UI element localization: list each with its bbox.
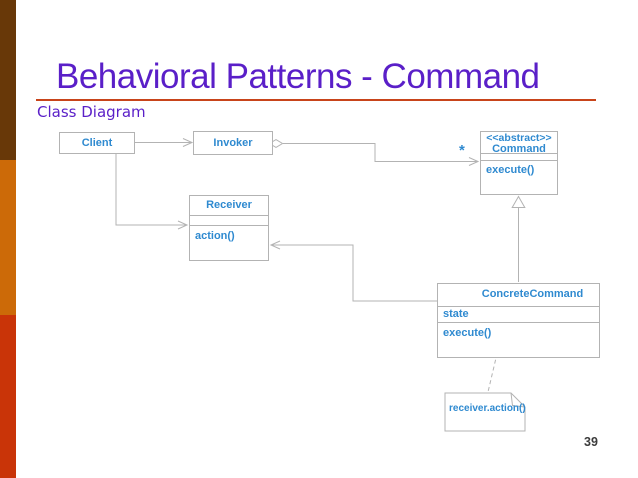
sidebar-stripe-bottom	[0, 315, 16, 478]
class-box-client[interactable]: Client	[59, 132, 135, 154]
open-arrowhead-icon	[269, 240, 281, 250]
sidebar-stripe-top	[0, 0, 16, 160]
class-box-receiver[interactable]: Receiver action()	[189, 195, 269, 261]
class-name: Receiver	[206, 199, 252, 211]
class-name: Client	[81, 137, 113, 149]
client-receiver-connector	[115, 154, 189, 230]
open-arrowhead-icon	[468, 157, 480, 166]
client-invoker-connector	[135, 138, 194, 147]
title-underline	[36, 99, 596, 101]
attribute-label: state	[438, 306, 599, 322]
open-arrowhead-icon	[177, 220, 189, 230]
page-number: 39	[584, 435, 598, 449]
class-box-invoker[interactable]: Invoker	[193, 131, 273, 155]
operation-label: execute()	[438, 322, 599, 357]
class-box-command[interactable]: <<abstract>> Command execute()	[480, 131, 558, 195]
class-name: ConcreteCommand	[481, 288, 584, 300]
concrete-receiver-connector	[269, 240, 437, 302]
concrete-command-generalization	[511, 195, 526, 282]
open-arrowhead-icon	[182, 138, 194, 147]
slide-subtitle: Class Diagram	[37, 103, 146, 121]
operation-label: execute()	[481, 160, 557, 194]
class-stereotype: <<abstract>>	[486, 132, 552, 144]
class-box-concrete-command[interactable]: ConcreteCommand state execute()	[437, 283, 600, 358]
note-text: receiver.action()	[449, 403, 526, 414]
slide-title: Behavioral Patterns - Command	[56, 57, 540, 96]
sidebar-stripe-middle	[0, 160, 16, 315]
attributes-compartment	[481, 153, 557, 160]
class-name: Invoker	[213, 137, 253, 149]
multiplicity-star: *	[459, 142, 465, 159]
class-name: Command	[492, 142, 546, 155]
attributes-compartment	[190, 215, 268, 225]
generalization-triangle-icon	[511, 195, 526, 208]
invoker-command-connector	[268, 139, 480, 166]
operation-label: action()	[190, 225, 268, 260]
